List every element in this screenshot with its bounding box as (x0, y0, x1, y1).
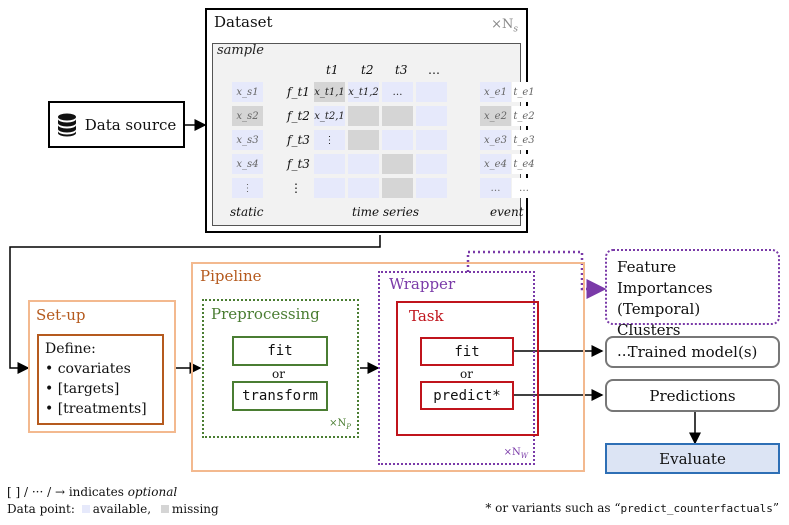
event-cell: x_e2 (480, 106, 511, 126)
missing-swatch (160, 505, 169, 513)
ts-cell (382, 130, 413, 150)
static-cell: x_s4 (232, 154, 263, 174)
wrapper-multiplier: ×NW (503, 447, 528, 460)
ts-cell: x_t2,1 (314, 106, 345, 126)
pipeline-box: Pipeline (191, 262, 585, 472)
ts-cell: … (382, 82, 413, 102)
trained-model-box[interactable]: Trained model(s) (605, 336, 780, 368)
pipeline-title: Pipeline (200, 267, 262, 285)
preprocessing-title: Preprocessing (211, 305, 320, 323)
optional-output-item: (Temporal) Clusters (617, 300, 701, 339)
optional-output-item: Feature Importances (617, 258, 713, 297)
available-swatch (81, 505, 90, 513)
define-label: Define: (45, 341, 96, 357)
event-time: t_e1 (512, 82, 536, 102)
static-label: static (230, 205, 264, 219)
ts-cell (382, 178, 413, 198)
ts-cell (382, 154, 413, 174)
time-header: t1 (326, 63, 339, 77)
ts-cell: x_t1,2 (348, 82, 379, 102)
predictions-box[interactable]: Predictions (605, 379, 780, 412)
feature-label: f_t3 (287, 157, 310, 171)
event-cell: x_e1 (480, 82, 511, 102)
event-label: event (490, 205, 524, 219)
data-source-label: Data source (84, 115, 177, 134)
ts-cell (416, 154, 447, 174)
ts-cell: ⋮ (314, 130, 345, 150)
setup-title: Set-up (36, 306, 86, 324)
feature-label: f_t1 (287, 85, 310, 99)
time-header: t3 (395, 63, 408, 77)
footnote: * or variants such as “predict_counterfa… (485, 501, 779, 515)
task-predict-button[interactable]: predict* (420, 381, 514, 410)
arrow-dataset-to-setup (9, 235, 381, 374)
legend-datapoint-line: Data point: available, missing (7, 502, 219, 516)
time-header: … (428, 63, 440, 77)
dataset-title: Dataset (214, 13, 273, 31)
ts-cell (416, 106, 447, 126)
ts-cell (314, 178, 345, 198)
optional-output-item: ... (617, 342, 632, 360)
event-cell: … (480, 178, 511, 198)
evaluate-box[interactable]: Evaluate (605, 443, 780, 474)
wrapper-title: Wrapper (389, 275, 456, 293)
setup-item: • [targets] (45, 381, 120, 397)
database-icon (57, 113, 77, 137)
time-series-label: time series (352, 205, 420, 219)
ts-cell: x_t1,1 (314, 82, 345, 102)
preprocessing-box: Preprocessing ×NP (202, 299, 359, 438)
event-time: t_e4 (512, 154, 536, 174)
sample-label: sample (217, 43, 264, 58)
ts-cell (416, 178, 447, 198)
task-box: Task (396, 301, 539, 436)
task-title: Task (409, 307, 444, 325)
setup-item: • [treatments] (45, 401, 147, 417)
static-cell: ⋮ (232, 178, 263, 198)
ts-cell (314, 154, 345, 174)
data-source-box: Data source (48, 101, 185, 148)
optional-outputs-box: Feature Importances (Temporal) Clusters … (605, 249, 780, 360)
event-time: … (512, 178, 536, 198)
preprocessing-multiplier: ×NP (329, 418, 351, 431)
preprocessing-transform-button[interactable]: transform (232, 381, 328, 411)
preprocessing-fit-button[interactable]: fit (232, 336, 328, 366)
ts-cell (348, 178, 379, 198)
task-or: or (460, 367, 473, 381)
event-time: t_e2 (512, 106, 536, 126)
ts-cell (416, 130, 447, 150)
wrapper-box: Wrapper ×NW (378, 271, 535, 465)
static-cell: x_s1 (232, 82, 263, 102)
feature-label: f_t3 (287, 133, 310, 147)
define-box: Define: • covariates • [targets] • [trea… (37, 334, 164, 425)
event-time: t_e3 (512, 130, 536, 150)
setup-box: Set-up Define: • covariates • [targets] … (28, 300, 176, 433)
ts-cell (416, 82, 447, 102)
ts-cell (382, 106, 413, 126)
feature-label: ⋮ (290, 181, 302, 195)
dataset-multiplier: ×Ns (491, 17, 518, 35)
ts-cell (348, 106, 379, 126)
setup-item: • covariates (45, 361, 131, 377)
legend-optional-line: [ ] / ··· / → indicates optional (7, 485, 178, 499)
time-header: t2 (361, 63, 374, 77)
ts-cell (348, 154, 379, 174)
static-cell: x_s2 (232, 106, 263, 126)
event-cell: x_e4 (480, 154, 511, 174)
preprocessing-or: or (272, 367, 285, 381)
task-fit-button[interactable]: fit (420, 337, 514, 366)
legend: [ ] / ··· / → indicates optional Data po… (7, 484, 219, 518)
feature-label: f_t2 (287, 109, 310, 123)
static-cell: x_s3 (232, 130, 263, 150)
event-cell: x_e3 (480, 130, 511, 150)
ts-cell (348, 130, 379, 150)
